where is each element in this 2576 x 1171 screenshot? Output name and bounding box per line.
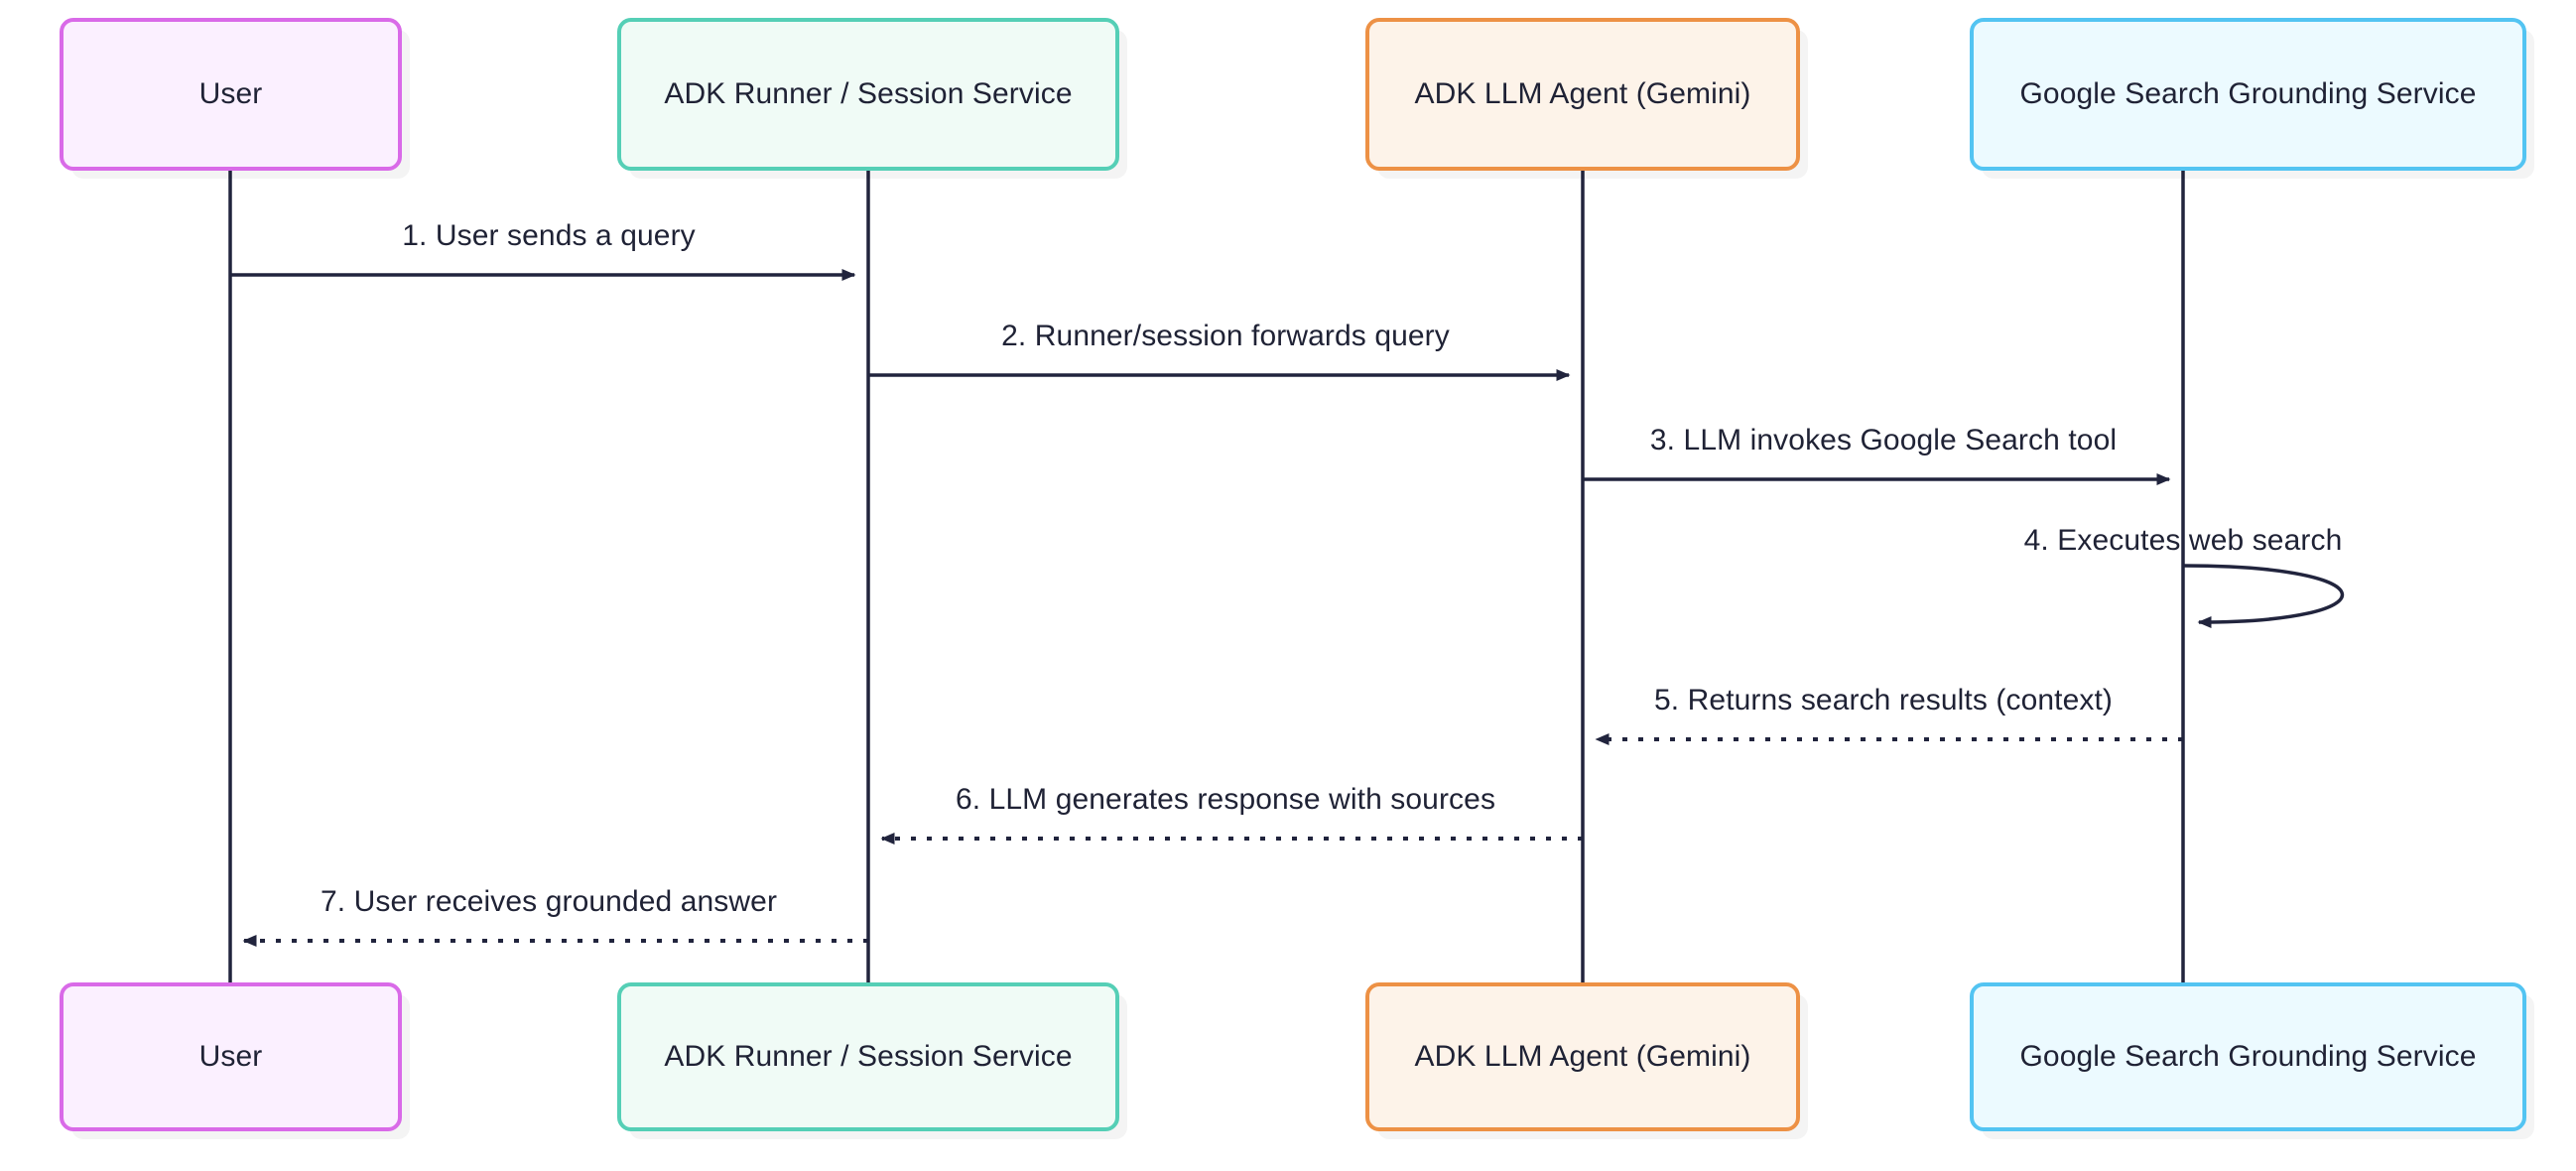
participant-box-runner-bottom[interactable]: ADK Runner / Session Service (617, 982, 1119, 1131)
participant-box-agent-top[interactable]: ADK LLM Agent (Gemini) (1365, 18, 1800, 171)
participant-box-runner-top[interactable]: ADK Runner / Session Service (617, 18, 1119, 171)
participant-label-user: User (198, 77, 263, 110)
message-label-3: 3. LLM invokes Google Search tool (1649, 424, 2118, 456)
message-label-6: 6. LLM generates response with sources (955, 783, 1496, 816)
participant-label-search: Google Search Grounding Service (2019, 1040, 2477, 1073)
lifelines-group (228, 171, 2185, 982)
message-arrow-4-self-loop (2182, 564, 2345, 628)
participant-label-agent: ADK LLM Agent (Gemini) (1414, 77, 1751, 110)
message-arrows-group (230, 269, 2345, 947)
participant-label-agent: ADK LLM Agent (Gemini) (1414, 1040, 1751, 1073)
message-label-7: 7. User receives grounded answer (320, 885, 778, 918)
participant-label-search: Google Search Grounding Service (2019, 77, 2477, 110)
participant-box-agent-bottom[interactable]: ADK LLM Agent (Gemini) (1365, 982, 1800, 1131)
participant-label-runner: ADK Runner / Session Service (664, 77, 1073, 110)
participant-box-search-top[interactable]: Google Search Grounding Service (1970, 18, 2526, 171)
participant-box-search-bottom[interactable]: Google Search Grounding Service (1970, 982, 2526, 1131)
message-label-2: 2. Runner/session forwards query (1001, 320, 1450, 352)
message-label-1: 1. User sends a query (402, 219, 696, 252)
participant-box-user-top[interactable]: User (60, 18, 402, 171)
participant-box-user-bottom[interactable]: User (60, 982, 402, 1131)
message-label-5: 5. Returns search results (context) (1653, 684, 2114, 716)
participant-label-runner: ADK Runner / Session Service (664, 1040, 1073, 1073)
message-label-4: 4. Executes web search (2023, 524, 2343, 557)
participant-label-user: User (198, 1040, 263, 1073)
